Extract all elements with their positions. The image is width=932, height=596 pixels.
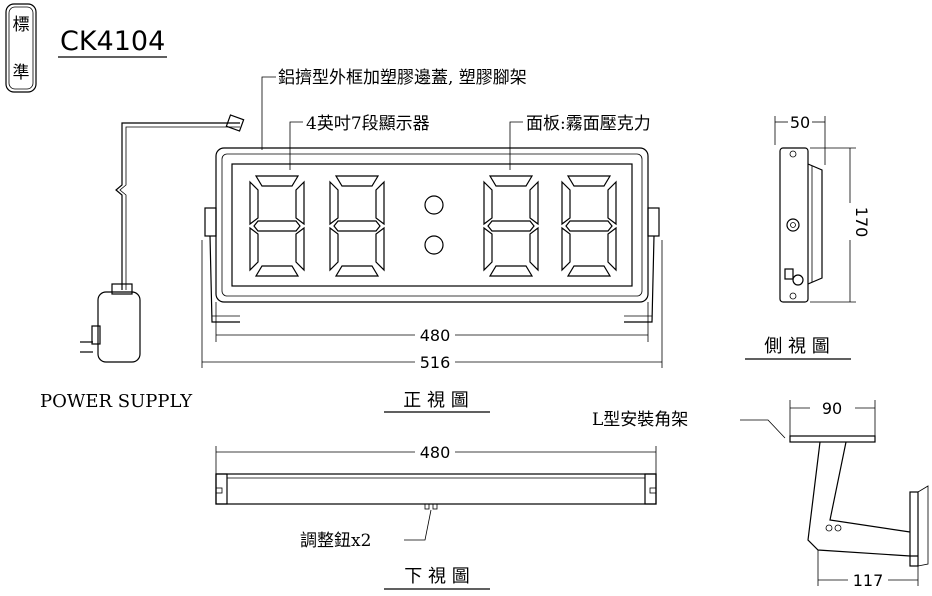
- bracket-depth: 117: [853, 571, 884, 590]
- front-view: [204, 147, 660, 323]
- bracket-label: L型安裝角架: [592, 410, 688, 430]
- side-view: [774, 116, 856, 303]
- front-view-title: 正 視 圖: [403, 390, 468, 411]
- display-leader: [289, 121, 303, 170]
- panel-label: 面板:霧面壓克力: [526, 114, 651, 134]
- buttons-label: 調整鈕x2: [300, 531, 371, 551]
- badge-top-char: 標: [13, 15, 30, 35]
- front-inner-width: 480: [420, 326, 451, 345]
- frame-label: 鋁擠型外框加塑膠邊蓋, 塑膠腳架: [278, 68, 527, 88]
- seven-segment-digit-1: [249, 175, 305, 277]
- panel-leader: [509, 121, 523, 170]
- seven-segment-digit-4: [561, 175, 617, 277]
- colon-dot-lower: [424, 235, 444, 255]
- front-outer-width: 516: [420, 353, 451, 372]
- bottom-view-title: 下 視 圖: [404, 566, 469, 587]
- seven-segment-digit-3: [483, 175, 539, 277]
- frame-leader: [261, 76, 276, 150]
- bottom-width: 480: [420, 443, 451, 462]
- side-depth: 50: [790, 113, 810, 132]
- bottom-view: [215, 446, 657, 541]
- side-view-title: 側 視 圖: [764, 336, 829, 357]
- l-bracket: [740, 400, 929, 586]
- model-number: CK4104: [60, 26, 165, 57]
- badge-bottom-char: 準: [13, 63, 30, 83]
- standard-badge: 標 準: [5, 3, 37, 93]
- side-height: 170: [852, 207, 871, 238]
- display-label: 4英吋7段顯示器: [306, 114, 430, 134]
- bracket-top-width: 90: [822, 399, 842, 418]
- seven-segment-digit-2: [329, 175, 385, 277]
- front-dimension-lines: [201, 240, 663, 368]
- colon-dot-upper: [424, 195, 444, 215]
- power-supply: [80, 114, 245, 363]
- power-supply-label: POWER SUPPLY: [40, 391, 193, 412]
